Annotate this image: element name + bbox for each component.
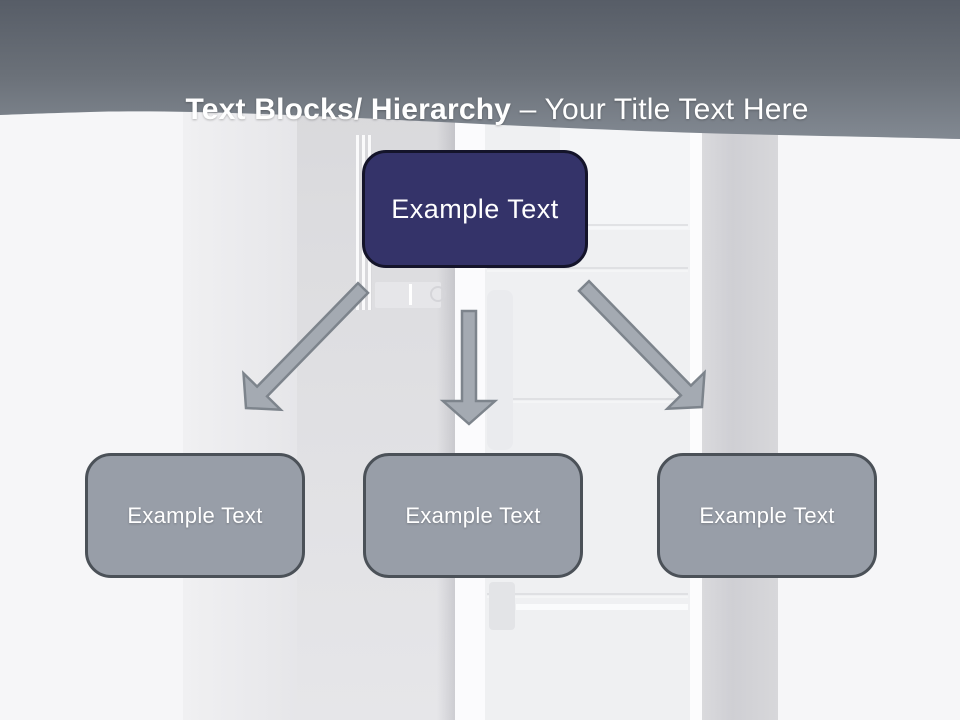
fridge-door-bracket — [487, 290, 513, 450]
root-text-block[interactable]: Example Text — [362, 150, 588, 268]
fridge-door-side-panel — [183, 0, 297, 720]
child-text-block-1[interactable]: Example Text — [85, 453, 305, 578]
down-left-arrow[interactable] — [242, 281, 370, 412]
root-text-block-label: Example Text — [391, 193, 559, 224]
slide-title-regular: – Your Title Text Here — [511, 93, 809, 126]
fridge-shelf-line — [487, 398, 688, 400]
fridge-lower-handle — [489, 582, 515, 630]
child-text-block-2-label: Example Text — [405, 502, 541, 528]
fridge-shelf-line — [487, 267, 688, 269]
down-right-arrow[interactable] — [577, 279, 706, 411]
child-text-block-3[interactable]: Example Text — [657, 453, 877, 578]
fridge-latch-screw — [430, 286, 446, 302]
slide-title-bold: Text Blocks/ Hierarchy — [185, 93, 512, 126]
slide-title[interactable]: Text Blocks/ Hierarchy – Your Title Text… — [0, 53, 960, 167]
header-band — [0, 0, 960, 139]
child-text-block-1-label: Example Text — [127, 502, 263, 528]
child-text-block-2[interactable]: Example Text — [363, 453, 583, 578]
fridge-lower-shelf-edge — [516, 604, 688, 610]
header-wave-shape — [0, 0, 960, 139]
down-arrow[interactable] — [439, 309, 499, 426]
child-text-block-3-label: Example Text — [699, 502, 835, 528]
fridge-shelf-line — [487, 593, 688, 595]
fridge-latch-highlight — [409, 284, 412, 305]
